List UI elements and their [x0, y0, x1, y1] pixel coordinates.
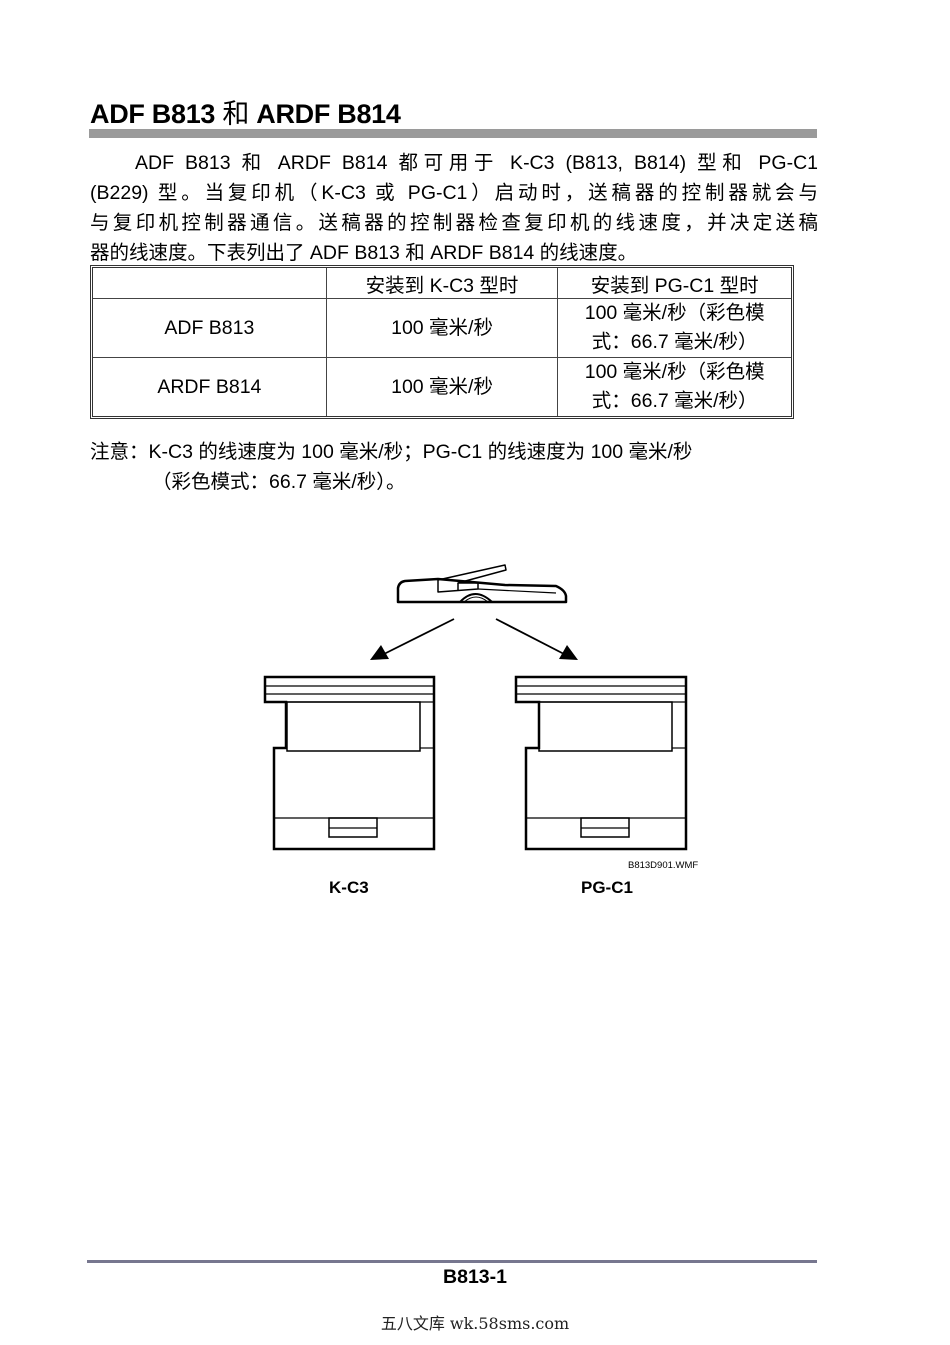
cell-text: 100 毫米/秒（彩色模	[584, 361, 765, 383]
footer-rule	[87, 1260, 817, 1263]
cell-kc3-speed: 100 毫米/秒	[327, 358, 559, 416]
figure-label-kc3: K-C3	[329, 878, 369, 897]
table-row: ARDF B814 100 毫米/秒 100 毫米/秒（彩色模式：66.7 毫米…	[93, 358, 791, 416]
title-underline-bar	[89, 129, 817, 138]
arrow-right-icon	[495, 618, 578, 660]
cell-pgc1-speed: 100 毫米/秒（彩色模式：66.7 毫米/秒）	[558, 299, 791, 358]
cell-text: 式：66.7 毫米/秒）	[591, 390, 758, 412]
adf-installation-diagram	[263, 564, 688, 851]
cell-text: 式：66.7 毫米/秒）	[591, 331, 758, 353]
header-cell-pgc1: 安装到 PG-C1 型时	[558, 268, 791, 299]
cell-kc3-speed: 100 毫米/秒	[326, 299, 559, 358]
page-number: B813-1	[443, 1266, 507, 1288]
note-line: （彩色模式：66.7 毫米/秒）。	[152, 471, 406, 493]
cell-text: 100 毫米/秒（彩色模	[584, 302, 765, 324]
title-part-adf: ADF B813	[90, 99, 216, 129]
header-cell-model	[93, 268, 327, 299]
page-title: ADF B813 和 ARDF B814	[90, 92, 401, 131]
intro-line: (B229) 型。当复印机（K-C3 或 PG-C1）启动时，送稿器的控制器就会…	[90, 182, 818, 204]
intro-paragraph: ADF B813 和 ARDF B814 都可用于 K-C3 (B813, B8…	[90, 148, 818, 268]
line-speed-table: 安装到 K-C3 型时 安装到 PG-C1 型时 ADF B813 100 毫米…	[90, 265, 794, 419]
title-part-ardf: ARDF B814	[256, 99, 401, 129]
copier-pgc1-icon	[514, 675, 688, 851]
intro-line: 与复印机控制器通信。送稿器的控制器检查复印机的线速度，并决定送稿	[90, 212, 818, 234]
note-line: 注意：K-C3 的线速度为 100 毫米/秒；PG-C1 的线速度为 100 毫…	[90, 441, 693, 463]
arrow-left-icon	[370, 618, 455, 660]
intro-line: ADF B813 和 ARDF B814 都可用于 K-C3 (B813, B8…	[135, 152, 818, 174]
cell-model: ADF B813	[93, 299, 327, 358]
note: 注意：K-C3 的线速度为 100 毫米/秒；PG-C1 的线速度为 100 毫…	[90, 437, 692, 497]
table-header-row: 安装到 K-C3 型时 安装到 PG-C1 型时	[93, 268, 791, 299]
cell-model: ARDF B814	[93, 358, 327, 416]
watermark: 五八文库 wk.58sms.com	[380, 1314, 570, 1333]
table-row: ADF B813 100 毫米/秒 100 毫米/秒（彩色模式：66.7 毫米/…	[93, 299, 791, 358]
header-cell-kc3: 安装到 K-C3 型时	[326, 268, 559, 299]
figure-label-pgc1: PG-C1	[581, 878, 633, 897]
figure-file-id: B813D901.WMF	[628, 860, 699, 871]
cell-pgc1-speed: 100 毫米/秒（彩色模式：66.7 毫米/秒）	[558, 358, 791, 416]
copier-kc3-icon	[263, 675, 436, 851]
document-feeder-icon	[396, 564, 568, 604]
intro-line: 器的线速度。下表列出了 ADF B813 和 ARDF B814 的线速度。	[90, 242, 638, 264]
title-conjunction: 和	[215, 99, 257, 129]
